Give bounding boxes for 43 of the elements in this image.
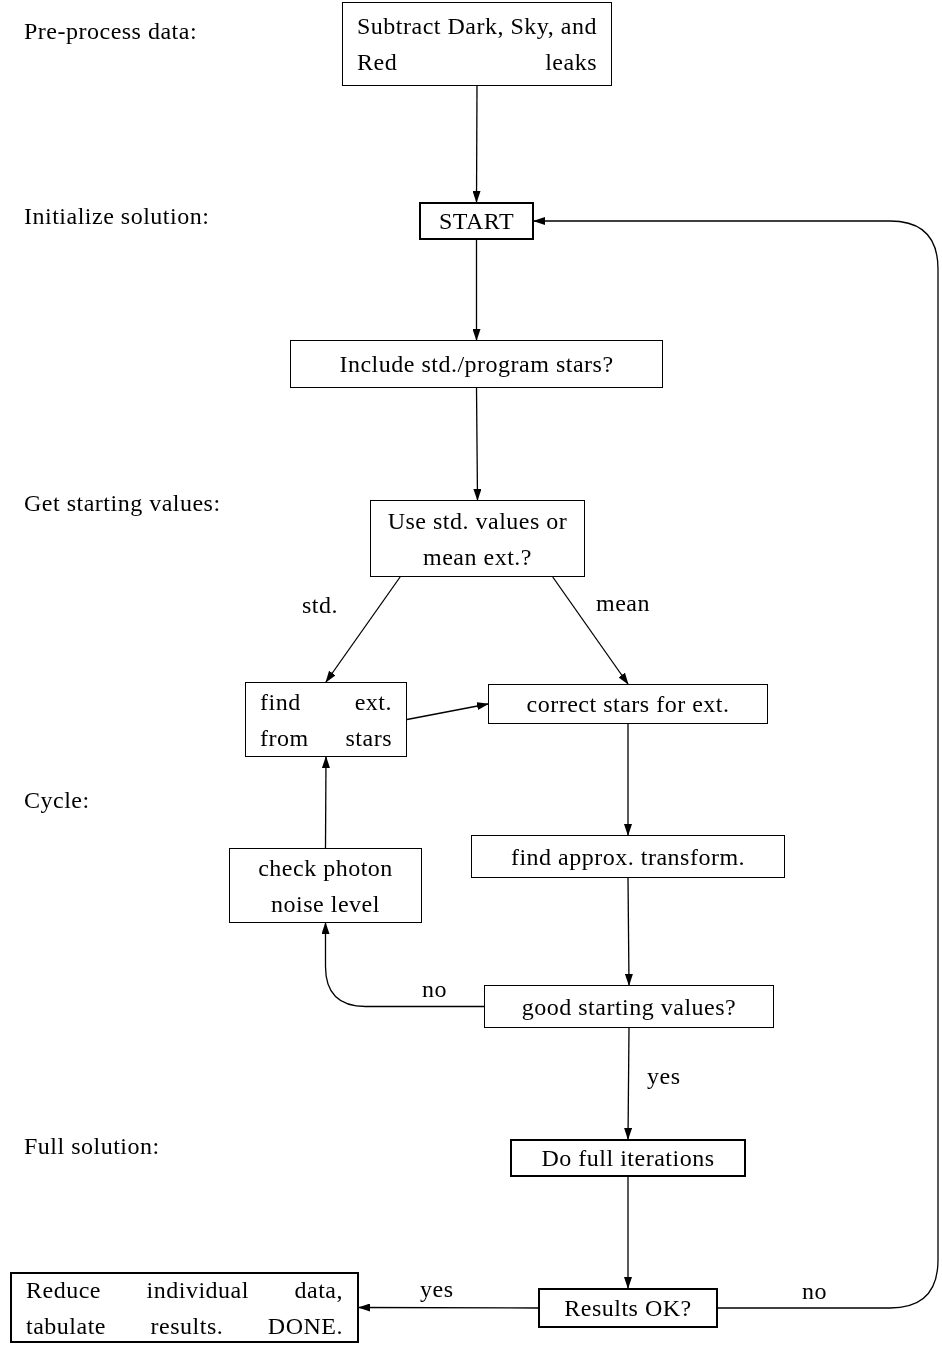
process-box bbox=[538, 1288, 718, 1328]
arrow bbox=[325, 576, 401, 683]
process-box bbox=[488, 684, 768, 724]
box-text: Reduce individual data, tabulate results. DONE. bbox=[26, 1275, 343, 1341]
box-text: check photon noise level bbox=[257, 853, 394, 919]
box-text: Do full iterations bbox=[540, 1144, 716, 1173]
arrow bbox=[624, 723, 632, 836]
process-box bbox=[471, 835, 785, 878]
box-text: Use std. values or mean ext.? bbox=[386, 506, 569, 572]
arrow bbox=[624, 1176, 632, 1289]
arrow bbox=[473, 387, 482, 501]
arrow bbox=[472, 85, 481, 203]
box-text: Results OK? bbox=[563, 1294, 693, 1323]
process-box bbox=[484, 985, 774, 1028]
arrow bbox=[624, 877, 633, 986]
box-text: START bbox=[437, 207, 516, 236]
stage-label: Cycle: bbox=[24, 787, 90, 814]
arrow bbox=[533, 217, 939, 1309]
arrow bbox=[358, 1303, 539, 1312]
arrow bbox=[321, 756, 330, 849]
process-box bbox=[510, 1139, 746, 1177]
box-text: correct stars for ext. bbox=[525, 690, 731, 719]
arrow bbox=[472, 239, 481, 341]
process-box bbox=[342, 2, 612, 86]
process-box bbox=[290, 340, 663, 388]
process-box bbox=[10, 1272, 359, 1343]
stage-label: Initialize solution: bbox=[24, 203, 210, 230]
stage-label: Get starting values: bbox=[24, 490, 221, 517]
box-text: Subtract Dark, Sky, and Red leaks bbox=[357, 12, 597, 77]
stage-label: Full solution: bbox=[24, 1133, 160, 1160]
process-box bbox=[419, 202, 534, 240]
arrow bbox=[321, 922, 485, 1008]
arrow bbox=[624, 1027, 633, 1140]
process-box bbox=[229, 848, 422, 923]
box-text: find ext. from stars bbox=[260, 687, 392, 753]
box-text: good starting values? bbox=[520, 992, 738, 1022]
stage-label: Pre-process data: bbox=[24, 18, 198, 45]
arrow bbox=[552, 576, 629, 685]
box-text: Include std./program stars? bbox=[338, 350, 615, 379]
process-box bbox=[245, 682, 407, 757]
arrow bbox=[406, 702, 489, 721]
box-text: find approx. transform. bbox=[509, 842, 747, 872]
process-box bbox=[370, 500, 585, 577]
